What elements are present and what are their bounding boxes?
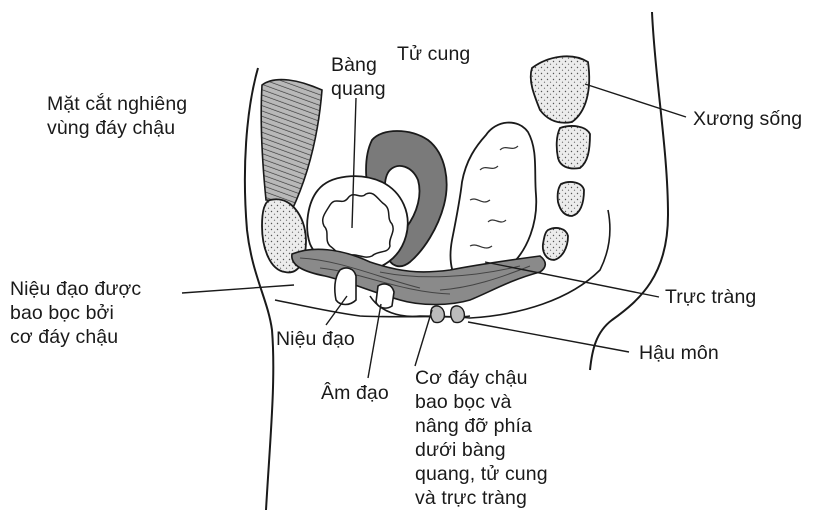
anus-label: Hậu môn bbox=[639, 341, 719, 365]
bladder-label: Bàng quang bbox=[331, 53, 386, 101]
vagina bbox=[376, 284, 394, 308]
bladder-lumen bbox=[323, 193, 393, 257]
anus bbox=[431, 306, 465, 323]
vertebra-3 bbox=[558, 182, 584, 216]
spine-label: Xương sống bbox=[693, 107, 802, 131]
vagina-label: Âm đạo bbox=[321, 381, 389, 405]
abdominal-muscle bbox=[261, 80, 322, 210]
coccyx bbox=[543, 228, 568, 260]
leader-pelvic-floor bbox=[415, 310, 432, 366]
leader-vagina bbox=[368, 304, 381, 378]
vertebra-2 bbox=[557, 126, 590, 169]
uterus-label: Tử cung bbox=[397, 42, 470, 66]
leader-spine bbox=[585, 84, 686, 117]
rectum-label: Trực tràng bbox=[665, 285, 756, 309]
urethra-label: Niệu đạo bbox=[276, 327, 355, 351]
urethra-supported-label: Niệu đạo được bao bọc bởi cơ đáy chậu bbox=[10, 277, 141, 349]
pelvic-floor-label: Cơ đáy chậu bao bọc và nâng đỡ phía dưới… bbox=[415, 366, 548, 510]
leader-urethra-supported bbox=[182, 285, 294, 293]
section-title-label: Mặt cắt nghiêng vùng đáy chậu bbox=[47, 92, 187, 140]
body-back-outline bbox=[590, 12, 668, 370]
vertebra-1 bbox=[531, 56, 590, 122]
